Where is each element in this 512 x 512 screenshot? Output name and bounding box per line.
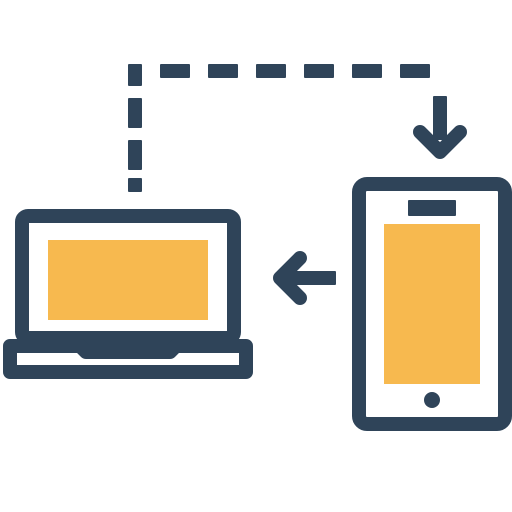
phone-frame: [352, 177, 512, 431]
phone-speaker: [408, 200, 456, 216]
phone-icon: [352, 177, 512, 431]
down-arrow-icon: [413, 96, 467, 159]
laptop-screen-frame: [15, 209, 241, 345]
dashed-connector-arrow: [128, 64, 467, 192]
phone-home-button: [424, 392, 440, 408]
phone-screen: [384, 224, 480, 384]
laptop-base: [3, 339, 253, 379]
transfer-arrow-left: [273, 251, 336, 305]
laptop-screen: [48, 240, 208, 320]
laptop-icon: [3, 209, 253, 379]
